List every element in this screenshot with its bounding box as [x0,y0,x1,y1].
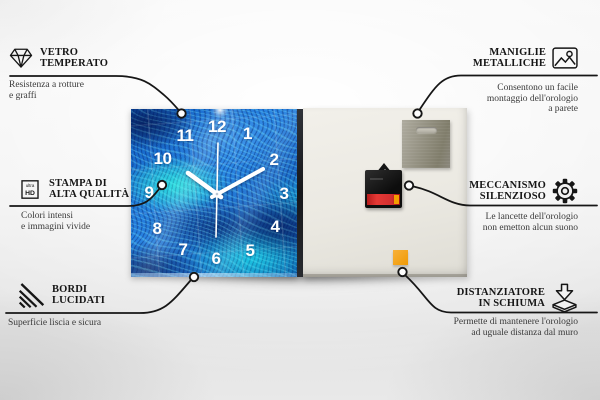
glass-sparkle [211,109,229,119]
line-distanziatore [404,274,598,314]
line-vetro [9,75,181,112]
callout-title: BORDI LUCIDATI [52,284,105,306]
clock-back-photo [303,108,467,277]
svg-text:ultra: ultra [26,183,35,188]
clock-number-6: 6 [211,249,221,268]
clock-mechanism [365,170,402,208]
callout-subtitle: Colori intensi e immagini vivide [21,211,91,232]
dot-vetro [176,108,187,119]
mechanism-label [370,178,383,180]
callout-vetro-temperato: VETRO TEMPERATO Resistenza a rotture e g… [9,47,149,101]
callout-bordi-lucidati: BORDI LUCIDATI Superficie liscia e sicur… [8,282,158,328]
glass-bottom-edge [131,273,297,277]
clock-number-8: 8 [152,219,162,238]
clock-number-1: 1 [243,124,252,143]
dot-bordi [188,271,200,283]
clock-number-4: 4 [270,217,280,236]
panel-bottom-edge [303,274,467,277]
metal-hanger-plate [402,120,450,168]
callout-title: MECCANISMO SILENZIOSO [469,180,546,202]
clock-side-edge [297,109,303,277]
foam-spacer-icon [551,283,578,312]
callout-subtitle: Le lancette dell'orologio non emetton al… [482,212,578,233]
polished-edge-icon [18,282,45,308]
clock-number-2: 2 [269,150,279,169]
clock-number-10: 10 [153,149,172,168]
callout-subtitle: Superficie liscia e sicura [8,318,102,328]
svg-text:HD: HD [25,189,35,196]
line-bordi [5,279,192,314]
clock-number-5: 5 [245,241,255,260]
clock-number-12: 12 [208,117,226,136]
clock-front-photo: 1 2 3 4 5 6 7 8 9 10 11 12 [131,109,297,277]
callout-maniglie-metalliche: MANIGLIE METALLICHE Consentono un facile… [418,47,578,114]
clock-hands [185,142,265,238]
ultra-hd-icon: ultra HD [21,179,39,199]
callout-title: STAMPA DI ALTA QUALITÀ [49,178,130,200]
dot-meccanismo [403,180,415,191]
callout-stampa-alta-qualita: ultra HD STAMPA DI ALTA QUALITÀ Colori i… [21,178,161,232]
battery-tab [394,195,399,204]
line-meccanismo [412,185,598,207]
callout-title: DISTANZIATORE IN SCHIUMA [456,286,545,309]
dot-distanziatore [397,266,408,278]
dot-maniglie [412,108,423,119]
battery [367,194,400,205]
hanger-slot [416,127,437,133]
callout-subtitle: Permette di mantenere l'orologio ad ugua… [453,317,578,338]
diamond-icon [9,47,33,69]
callout-meccanismo-silenzioso: MECCANISMO SILENZIOSO Le lancette dell'o… [418,178,578,233]
mechanism-hanger-triangle [376,163,392,173]
clock-number-11: 11 [176,126,194,145]
callout-subtitle: Resistenza a rotture e graffi [9,80,84,101]
line-stampa [9,187,161,207]
picture-frame-icon [552,47,578,69]
dot-stampa [156,179,168,191]
line-maniglie [419,74,598,110]
callout-distanziatore-in-schiuma: DISTANZIATORE IN SCHIUMA Permette di man… [408,283,578,338]
clock-number-3: 3 [279,184,289,203]
clock-number-7: 7 [178,240,188,259]
callout-title: VETRO TEMPERATO [40,47,109,69]
callout-title: MANIGLIE METALLICHE [472,47,546,69]
callout-subtitle: Consentono un facile montaggio dell'orol… [486,83,578,114]
foam-spacer [393,250,408,265]
clock-number-9: 9 [144,183,154,202]
clock-face-art [131,109,297,277]
gear-icon [552,178,578,204]
